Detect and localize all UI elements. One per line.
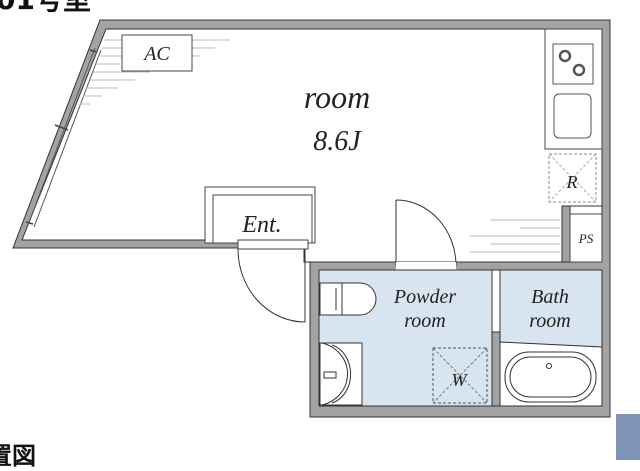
bath-room-label-2: room bbox=[529, 310, 570, 332]
room-door[interactable] bbox=[395, 199, 457, 267]
svg-text:R: R bbox=[566, 172, 578, 192]
svg-text:W: W bbox=[452, 370, 469, 390]
bathtub[interactable] bbox=[504, 351, 597, 403]
window bbox=[27, 47, 102, 228]
kitchen-sink bbox=[553, 93, 592, 139]
washbasin[interactable] bbox=[319, 342, 363, 406]
burner-icon bbox=[558, 49, 572, 63]
refrigerator-space: R bbox=[548, 153, 597, 203]
washer-space: W bbox=[432, 347, 488, 404]
ac-label: AC bbox=[142, 43, 170, 65]
room-size: 8.6J bbox=[313, 126, 362, 157]
powder-room-label-1: Powder bbox=[393, 286, 456, 308]
photo-thumbnail-edge bbox=[616, 414, 640, 460]
floor-plan: AC room 8.6J R PS Ent. Bath room Powder … bbox=[12, 19, 640, 460]
room-name: room bbox=[304, 79, 370, 115]
bath-room-label-1: Bath bbox=[531, 286, 569, 308]
burner-icon bbox=[572, 63, 586, 77]
entrance-door[interactable] bbox=[237, 248, 306, 323]
stove bbox=[552, 43, 594, 85]
entrance-label: Ent. bbox=[241, 212, 281, 238]
powder-room-label-2: room bbox=[404, 310, 445, 332]
ac-unit bbox=[121, 34, 193, 72]
pipe-space-label: PS bbox=[578, 231, 594, 246]
pipe-space bbox=[569, 213, 603, 263]
unit-number-header: 01号室 bbox=[0, 0, 91, 18]
toilet[interactable] bbox=[319, 282, 377, 316]
